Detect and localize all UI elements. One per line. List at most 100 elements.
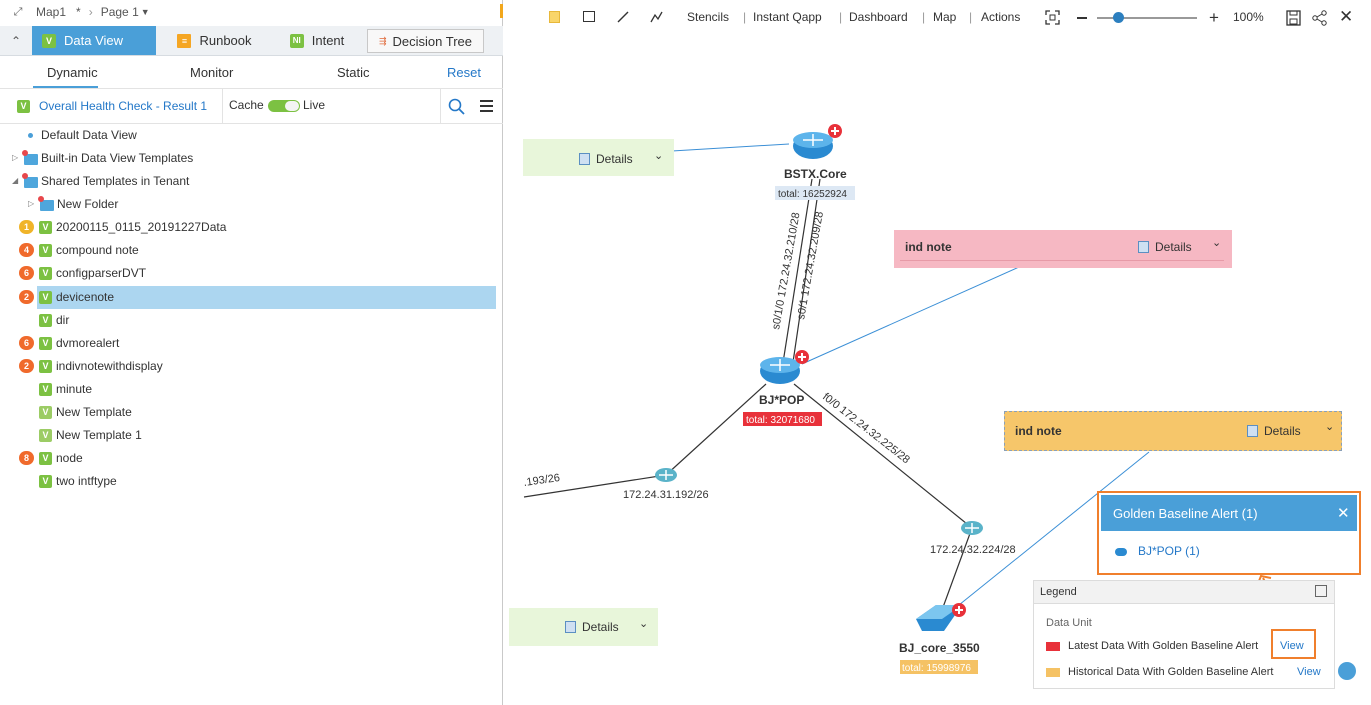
note-details-link[interactable]: Details [1138, 240, 1192, 254]
link-bstx-bjpop-2[interactable] [791, 178, 821, 370]
tab-runbook[interactable]: ≡ Runbook [158, 26, 271, 55]
map-name[interactable]: Map1 [36, 5, 67, 19]
alert-device-link[interactable]: BJ*POP (1) [1138, 544, 1200, 558]
legend-historical-label: Historical Data With Golden Baseline Ale… [1068, 666, 1274, 678]
collapse-icon[interactable]: ◢ [12, 176, 19, 185]
subnet-hub-icon[interactable] [961, 521, 983, 535]
subtab-static[interactable]: Static [337, 65, 370, 80]
tree-item[interactable]: ▷ Built-in Data View Templates [0, 147, 503, 170]
subnet-label: 172.24.31.192/26 [623, 489, 709, 501]
zoom-in-icon[interactable]: + [1209, 8, 1219, 27]
device-name[interactable]: BSTX.Core [784, 167, 847, 181]
stencils-menu[interactable]: Stencils [687, 10, 730, 24]
close-icon[interactable]: ✕ [1339, 7, 1354, 26]
zoom-slider-handle[interactable] [1112, 12, 1124, 23]
device-total-alert-bg [743, 412, 822, 426]
zoom-out-icon[interactable] [1077, 17, 1087, 19]
tree-item[interactable]: V minute [0, 378, 503, 401]
link-subnet1-left[interactable] [523, 474, 667, 498]
device-name[interactable]: BJ_core_3550 [899, 641, 980, 655]
note-icon[interactable] [549, 11, 560, 23]
link-bjpop-subnet2[interactable] [793, 383, 973, 529]
reset-link[interactable]: Reset [447, 65, 481, 80]
menu-icon[interactable] [480, 100, 494, 113]
data-note[interactable]: Details ⌄ [523, 139, 674, 176]
subtab-dynamic[interactable]: Dynamic [47, 65, 98, 80]
expand-icon[interactable]: ▷ [28, 199, 35, 208]
count-badge: 2 [19, 290, 34, 304]
health-check-title[interactable]: Overall Health Check - Result 1 [39, 99, 208, 113]
chevron-down-icon[interactable]: ⌄ [639, 618, 649, 630]
data-view-icon: V [39, 267, 52, 280]
tree-item[interactable]: V two intftype [0, 470, 503, 493]
link-subnet2-core[interactable] [941, 527, 973, 611]
link-bjpop-subnet1[interactable] [665, 383, 767, 476]
expand-icon[interactable]: ▷ [12, 153, 19, 162]
freehand-icon[interactable] [649, 9, 665, 25]
subtab-monitor[interactable]: Monitor [190, 65, 234, 80]
device-name[interactable]: BJ*POP [759, 393, 804, 407]
tree-item[interactable]: V New Template 1 [0, 424, 503, 447]
tab-intent[interactable]: NI Intent [273, 26, 361, 55]
map-menu[interactable]: Map [933, 10, 957, 24]
data-note[interactable]: Details ⌄ [509, 608, 658, 646]
note-details-link[interactable]: Details [565, 620, 619, 634]
legend-historical-view-link[interactable]: View [1297, 666, 1321, 678]
collapse-up-icon[interactable]: ⌃ [10, 33, 22, 48]
fullscreen-icon[interactable]: ⤢ [13, 5, 23, 18]
tree-item[interactable]: 2 V indivnotewithdisplay [0, 355, 503, 378]
legend-latest-view-link[interactable]: View [1280, 640, 1304, 652]
tree-item[interactable]: ▷ New Folder [0, 193, 503, 216]
note-details-link[interactable]: Details [579, 152, 633, 166]
collapse-legend-icon[interactable] [1315, 585, 1327, 597]
tree-item-label: indivnotewithdisplay [56, 359, 163, 373]
sub-tabs: Dynamic Monitor Static Reset [0, 58, 503, 88]
map-canvas[interactable]: s0/1/0 172.24.32.210/28 s0/1 172.24.32.2… [504, 34, 1371, 705]
device-total-bg [775, 186, 855, 200]
tree-item-label: dvmorealert [56, 336, 120, 350]
tab-data-view[interactable]: V Data View [32, 26, 156, 55]
tree-item[interactable]: V dir [0, 309, 503, 332]
actions-menu[interactable]: Actions [981, 10, 1021, 24]
feedback-icon[interactable] [1338, 662, 1356, 680]
tree-item[interactable]: ◢ Shared Templates in Tenant [0, 170, 503, 193]
line-icon[interactable] [616, 10, 630, 24]
template-edit-icon: V [39, 429, 52, 442]
tree-item[interactable]: 6 V dvmorealert [0, 332, 503, 355]
fit-screen-icon[interactable] [1045, 10, 1060, 25]
link-bstx-bjpop[interactable] [781, 178, 813, 370]
subnet-hub-icon[interactable] [655, 468, 677, 482]
cache-live-toggle[interactable] [268, 100, 300, 112]
tree-item[interactable]: 4 V compound note [0, 239, 503, 262]
chevron-down-icon[interactable]: ⌄ [1325, 421, 1335, 433]
share-icon[interactable] [1312, 10, 1328, 26]
chevron-down-icon[interactable]: ⌄ [1212, 237, 1222, 249]
save-icon[interactable] [1286, 10, 1302, 26]
switch-icon[interactable] [916, 603, 966, 631]
rectangle-icon[interactable] [583, 11, 595, 22]
tree-item[interactable]: 8 V node [0, 447, 503, 470]
tree-item[interactable]: V New Template [0, 401, 503, 424]
router-icon[interactable] [760, 350, 809, 384]
tree-item[interactable]: Default Data View [0, 124, 503, 147]
router-icon[interactable] [793, 124, 842, 159]
data-view-icon: V [42, 33, 56, 48]
tree-item[interactable]: 1 V 20200115_0115_20191227Data [0, 216, 503, 239]
chevron-down-icon[interactable]: ▼ [140, 7, 150, 17]
note-details-link[interactable]: Details [1247, 424, 1301, 438]
close-icon[interactable]: ✕ [1337, 505, 1350, 522]
map-toolbar: Stencils | Instant Qapp | Dashboard | Ma… [504, 0, 1371, 34]
tree-item-selected[interactable]: 2 V devicenote [0, 286, 503, 309]
tree-item-label: New Template 1 [56, 428, 142, 442]
chevron-down-icon[interactable]: ⌄ [654, 150, 664, 162]
tab-decision-tree[interactable]: ⇶ Decision Tree [367, 29, 484, 53]
page-name[interactable]: Page 1 [100, 5, 139, 19]
ind-note[interactable]: ind note Details ⌄ [894, 230, 1232, 268]
zoom-slider[interactable] [1097, 17, 1197, 19]
instant-qapp-menu[interactable]: Instant Qapp [753, 10, 822, 24]
divider: | [922, 10, 926, 24]
ind-note[interactable]: ind note Details ⌄ [1004, 411, 1342, 451]
dashboard-menu[interactable]: Dashboard [849, 10, 908, 24]
search-icon[interactable] [448, 98, 466, 116]
tree-item[interactable]: 6 V configparserDVT [0, 262, 503, 285]
